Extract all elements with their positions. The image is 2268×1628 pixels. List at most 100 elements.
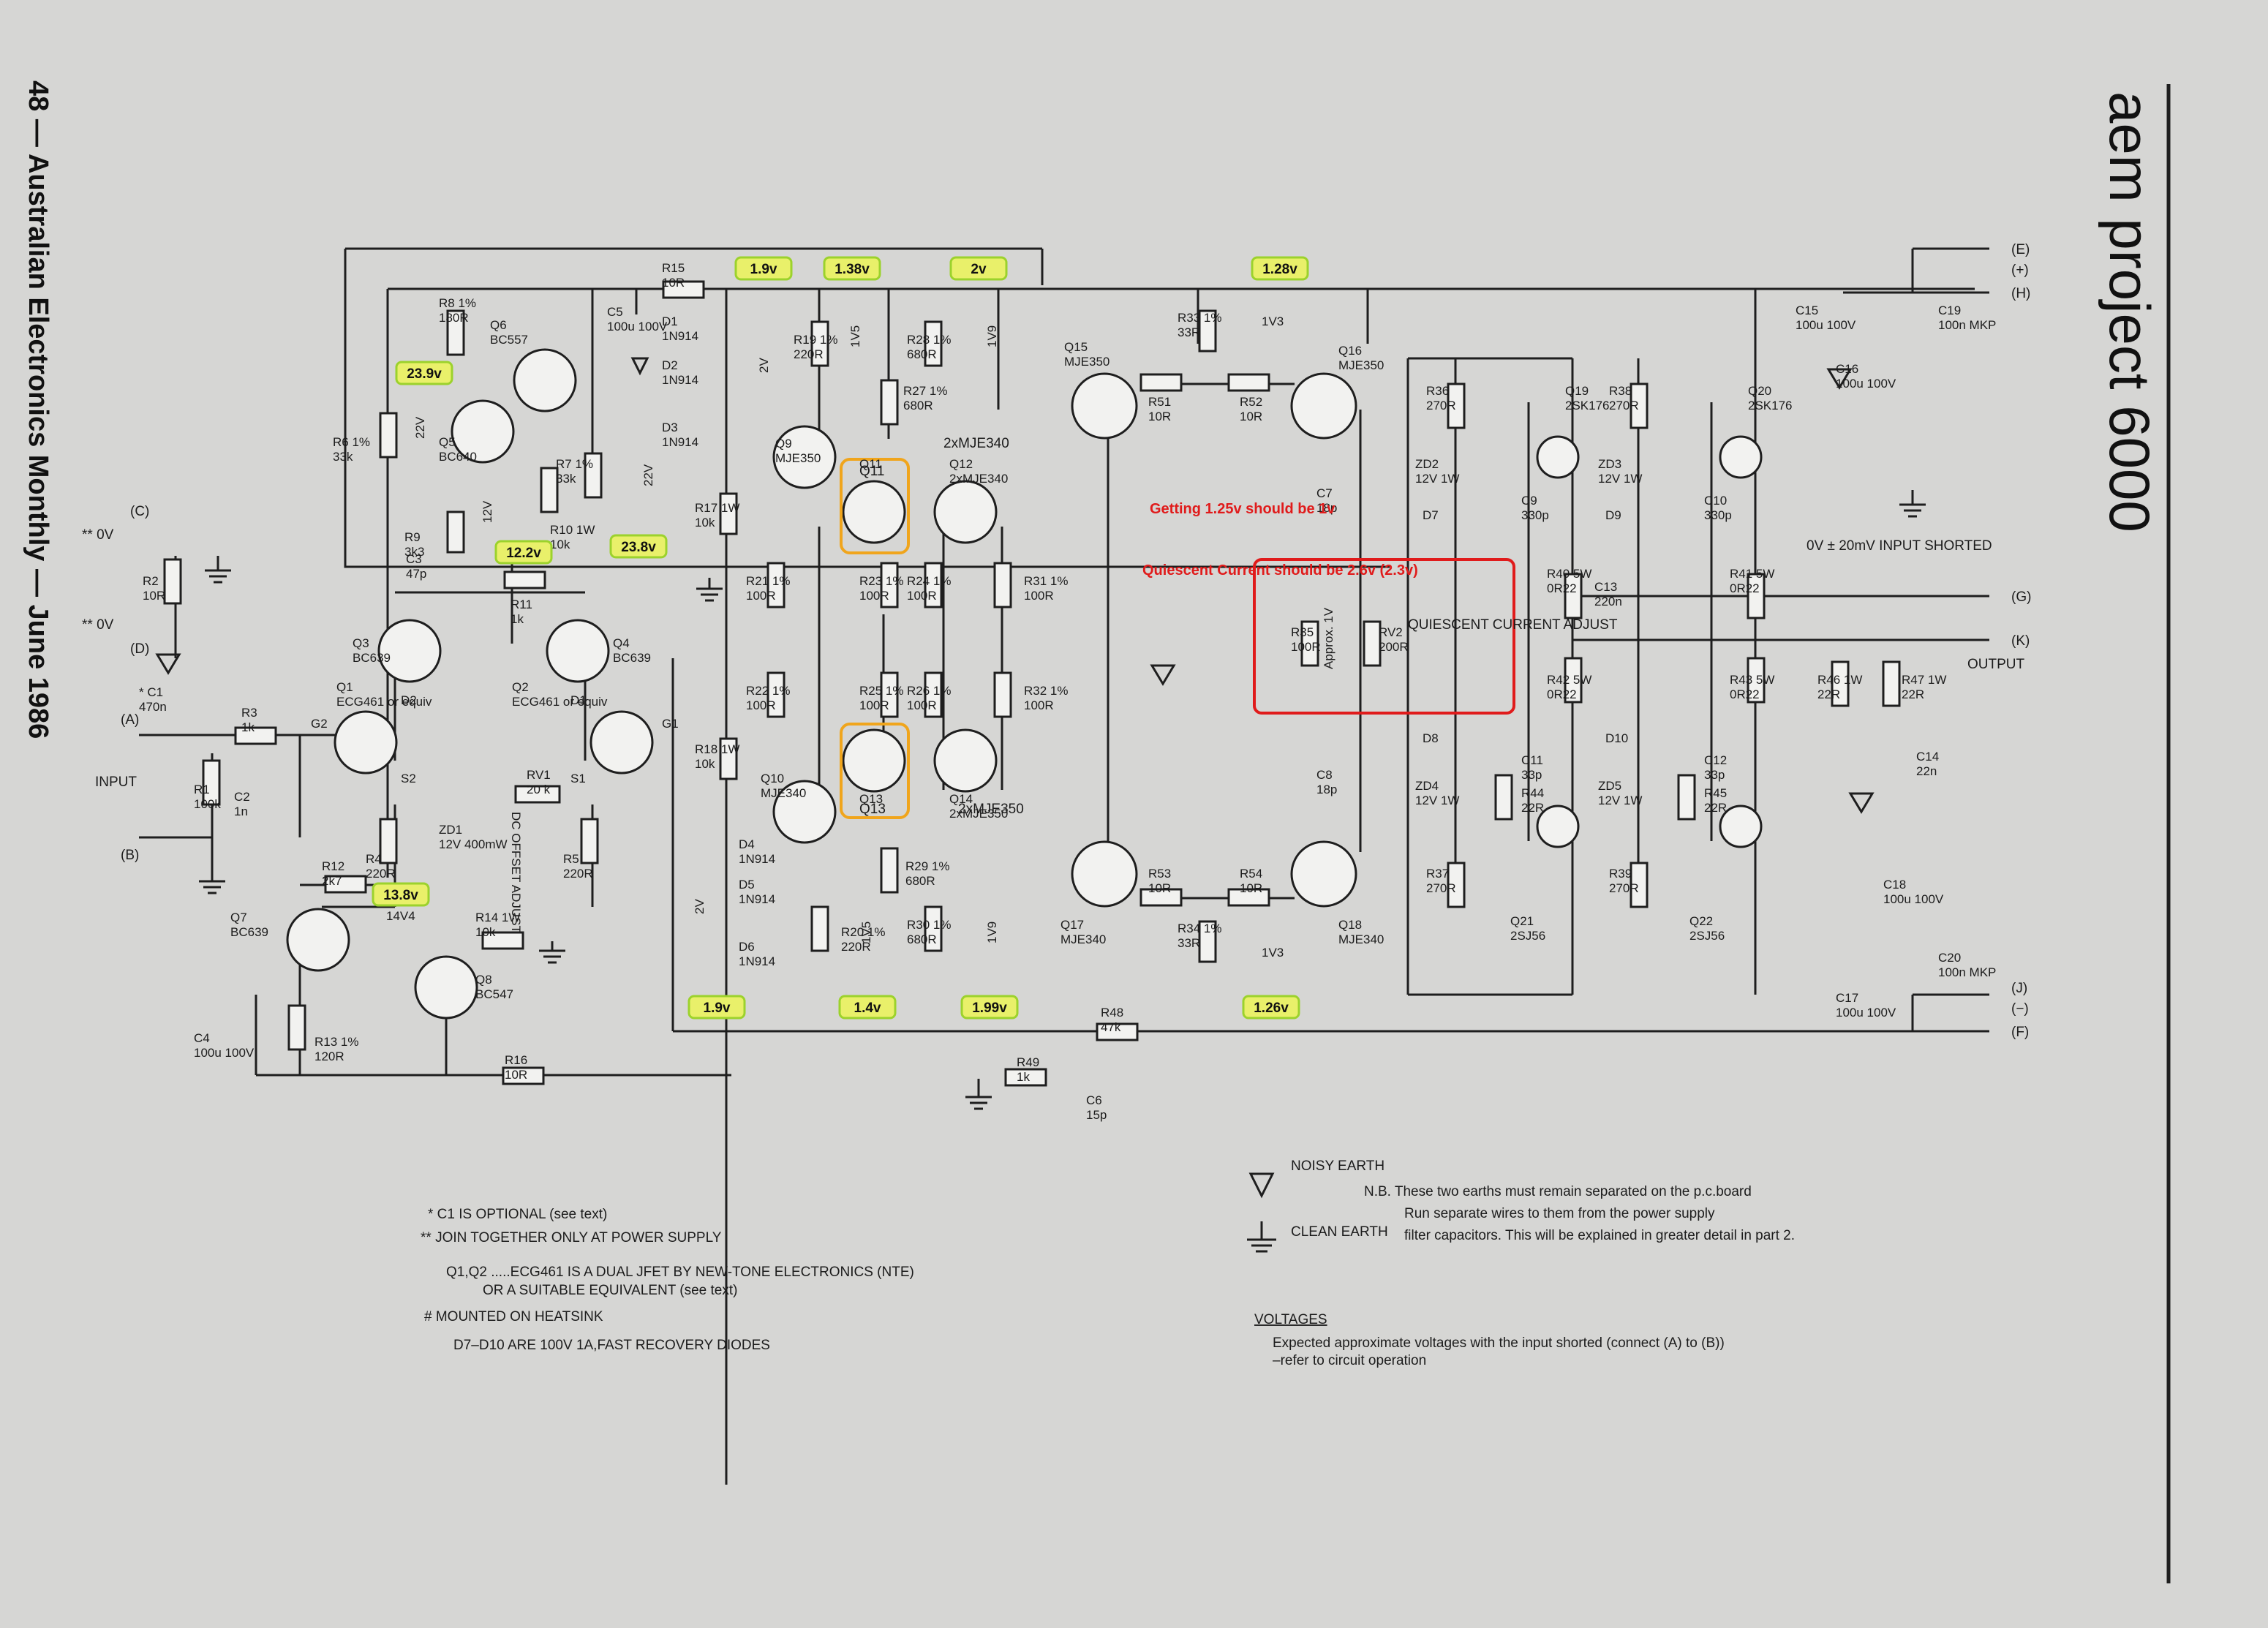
component-value: 15p (1086, 1108, 1107, 1122)
voltage-value: 2v (971, 262, 987, 277)
component-ref: R9 (404, 530, 421, 544)
q13-highlight (840, 723, 910, 819)
component-value: 1k (511, 612, 524, 626)
mosfet-q19 (1536, 435, 1580, 479)
component-value: 18p (1316, 783, 1337, 796)
component-value: 33R (1178, 325, 1200, 339)
voltage-value: 1.9v (704, 1000, 731, 1016)
component-value: 2SK176 (1748, 399, 1793, 412)
component-label: R33 1%33R (1178, 311, 1221, 339)
component-value: 220R (841, 940, 871, 954)
v1v9-top: 1V9 (985, 325, 999, 347)
resistor-r43 (1747, 657, 1766, 704)
voltage-badge (609, 534, 668, 559)
component-ref: R42 5W (1547, 673, 1591, 687)
component-label: R6 1%33k (333, 435, 370, 464)
component-value: MJE350 (775, 451, 821, 465)
resistor-r17 (719, 492, 738, 535)
note-c1-optional: * C1 IS OPTIONAL (see text) (428, 1207, 607, 1222)
component-value: 2k7 (322, 874, 342, 888)
component-ref: R31 1% (1024, 574, 1068, 588)
component-label: R30 1%680R (907, 918, 951, 946)
component-value: 100k (194, 797, 221, 811)
v14v4: 14V4 (386, 909, 415, 923)
resistor-r23 (880, 562, 899, 608)
resistor-r26 (924, 671, 943, 718)
terminal-d: (D) (130, 641, 149, 657)
terminal-e: (E) (2011, 242, 2030, 257)
grounds (155, 357, 1926, 1253)
component-ref: C3 (406, 552, 422, 566)
component-ref: C13 (1594, 580, 1617, 594)
component-value: 220n (1594, 595, 1622, 608)
voltage-badge (372, 882, 430, 907)
component-label: Q13 (859, 792, 883, 806)
transistor-q8 (414, 955, 478, 1020)
component-value: 270R (1609, 399, 1639, 412)
resistor-r32 (993, 671, 1012, 718)
resistor-r52 (1227, 373, 1270, 392)
component-ref: Q16 (1338, 344, 1362, 358)
component-ref: RV2 (1379, 625, 1403, 639)
v1v3-top: 1V3 (1262, 314, 1284, 328)
component-value: 330p (1704, 508, 1732, 522)
voltage-value: 1.28v (1262, 262, 1297, 277)
component-ref: R20 1% (841, 925, 885, 939)
v2-top: 2V (757, 358, 771, 373)
component-ref: R44 (1521, 786, 1544, 800)
s1-label: S1 (570, 772, 586, 785)
component-value: BC557 (490, 333, 528, 347)
transistor-q18 (1290, 840, 1357, 908)
resistor-r13 (287, 1004, 306, 1051)
component-value: 20 k (527, 783, 551, 796)
nb-line-2: Run separate wires to them from the powe… (1404, 1206, 1715, 1221)
component-ref: Q17 (1060, 918, 1084, 932)
component-ref: C5 (607, 305, 623, 319)
component-value: 10R (1240, 881, 1262, 895)
component-ref: C8 (1316, 768, 1333, 782)
component-label: D9 (1605, 508, 1621, 522)
v12: 12V (481, 500, 494, 523)
transistor-q4 (546, 619, 610, 683)
component-value: 47p (406, 567, 426, 581)
resistor-r21 (766, 671, 785, 718)
component-ref: C18 (1883, 878, 1906, 892)
zero-input-shorted: 0V ± 20mV INPUT SHORTED (1807, 538, 1992, 554)
component-value: MJE340 (761, 786, 806, 800)
zero-v-c: ** 0V (82, 527, 114, 543)
red-note-getting: Getting 1.25v should be 1v (1150, 501, 1335, 517)
component-ref: R53 (1148, 867, 1171, 881)
component-ref: R29 1% (905, 859, 949, 873)
component-ref: C11 (1521, 753, 1543, 767)
component-value: 680R (907, 347, 937, 361)
component-value: 100R (1024, 698, 1054, 712)
component-ref: RV1 (527, 768, 551, 782)
component-ref: R19 1% (794, 333, 837, 347)
terminal-minus: (−) (2011, 1001, 2029, 1017)
voltage-badge (687, 995, 746, 1020)
component-value: 33k (556, 472, 576, 486)
component-ref: ZD1 (439, 823, 462, 837)
component-value: 12V 1W (1415, 794, 1459, 807)
component-value: 100u 100V (607, 320, 668, 333)
v1v5-top: 1V5 (848, 325, 862, 347)
component-value: 10k (695, 516, 715, 530)
